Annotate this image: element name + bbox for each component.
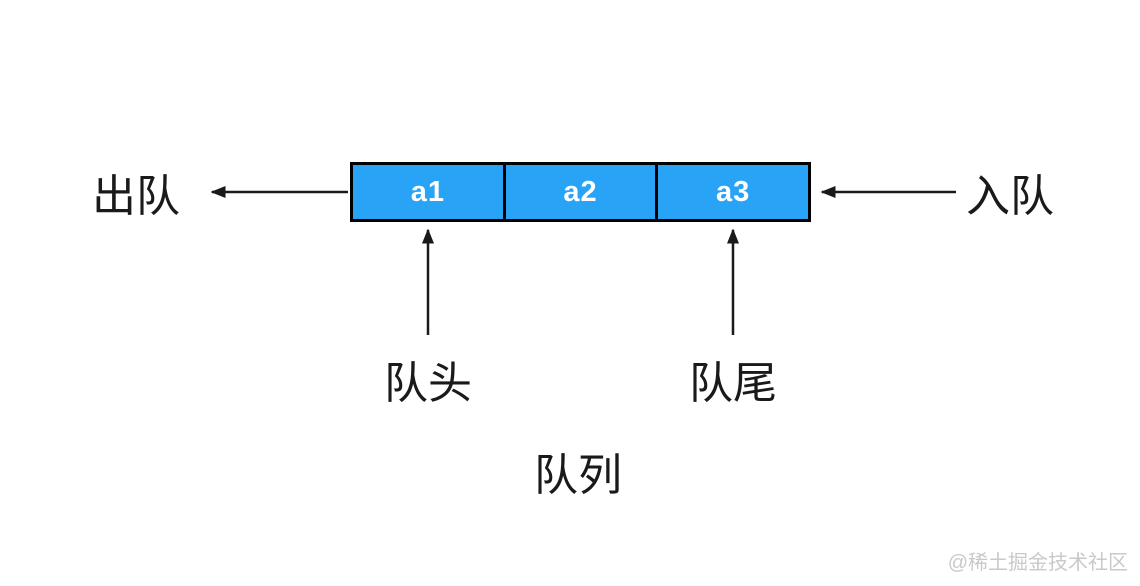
tail-label: 队尾 (689, 359, 777, 408)
queue-cell-a2: a2 (502, 165, 656, 219)
enqueue-label: 入队 (966, 172, 1054, 221)
queue-box: a1 a2 a3 (350, 162, 811, 222)
queue-cell-a3: a3 (655, 165, 809, 219)
diagram-title: 队列 (534, 451, 622, 500)
queue-cell-a1: a1 (353, 165, 503, 219)
head-label: 队头 (384, 359, 472, 408)
dequeue-label: 出队 (92, 172, 180, 221)
watermark: @稀土掘金技术社区 (947, 552, 1128, 574)
